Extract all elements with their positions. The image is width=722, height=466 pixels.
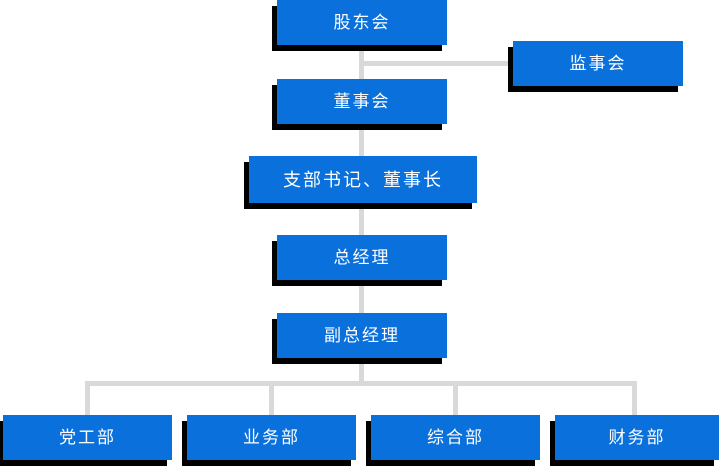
node-branch-secretary-chairman[interactable]: 支部书记、董事长 (249, 156, 477, 203)
node-finance-dept[interactable]: 财务部 (555, 415, 719, 460)
connector-drop-general-affairs (453, 381, 458, 415)
node-label-business-dept: 业务部 (243, 428, 300, 447)
node-label-board-of-directors: 董事会 (333, 92, 391, 111)
node-general-affairs-dept[interactable]: 综合部 (371, 415, 540, 460)
connector-gm-to-deputy (359, 281, 364, 314)
connector-drop-finance (632, 381, 637, 415)
node-business-dept[interactable]: 业务部 (187, 415, 356, 460)
node-label-general-affairs-dept: 综合部 (427, 428, 484, 447)
connector-chairman-to-gm (359, 203, 364, 236)
node-label-board-of-supervisors: 监事会 (569, 54, 627, 73)
connector-directors-to-chairman (359, 125, 364, 158)
node-label-branch-secretary-chairman: 支部书记、董事长 (283, 169, 443, 190)
connector-deputy-to-bus (359, 359, 364, 386)
connector-shareholders-to-directors (359, 47, 364, 80)
node-label-shareholders-meeting: 股东会 (333, 13, 391, 32)
node-label-general-manager: 总经理 (333, 248, 391, 267)
node-shareholders-meeting[interactable]: 股东会 (277, 0, 447, 45)
connector-department-bus-bar (85, 381, 637, 386)
node-board-of-supervisors[interactable]: 监事会 (513, 41, 683, 86)
node-general-manager[interactable]: 总经理 (277, 235, 447, 280)
node-deputy-general-manager[interactable]: 副总经理 (277, 313, 447, 358)
node-label-deputy-general-manager: 副总经理 (324, 326, 400, 345)
connector-to-supervisors (363, 61, 513, 66)
node-label-finance-dept: 财务部 (608, 428, 666, 447)
connector-drop-business (269, 381, 274, 415)
node-board-of-directors[interactable]: 董事会 (277, 79, 447, 124)
node-party-work-dept[interactable]: 党工部 (3, 415, 172, 460)
node-label-party-work-dept: 党工部 (59, 428, 116, 447)
connector-drop-party-work (85, 381, 90, 415)
